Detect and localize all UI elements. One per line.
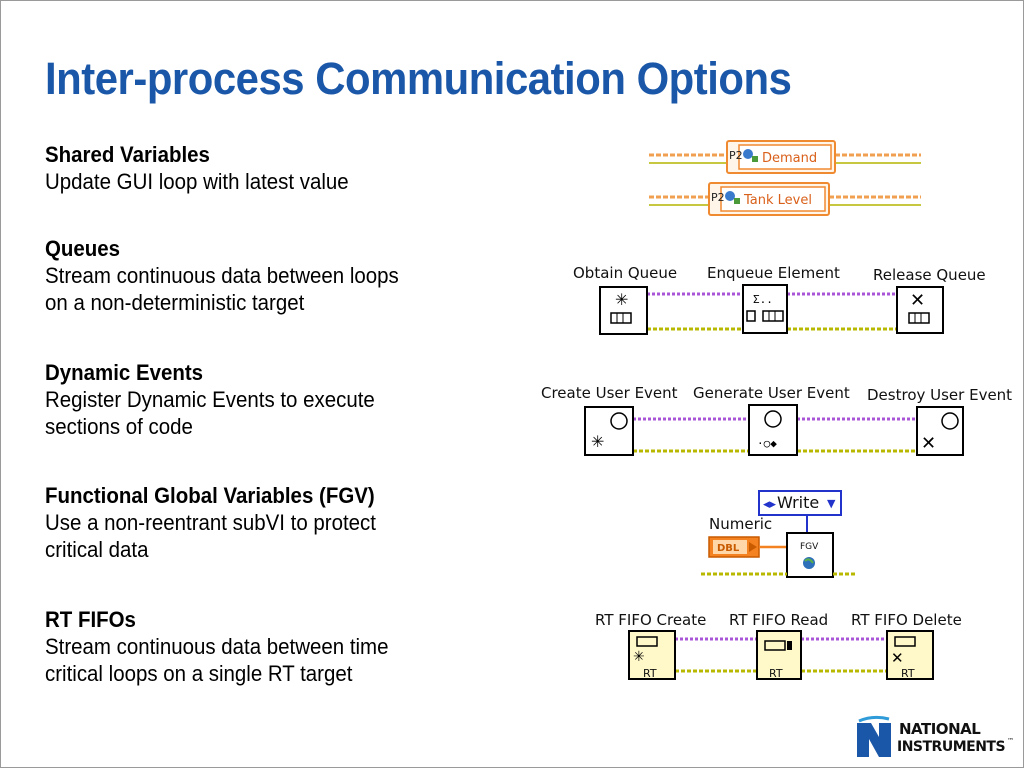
dynamic-events-diagram: Create User Event Generate User Event De… [537, 383, 1021, 463]
topic-shared-variables: Shared Variables Update GUI loop with la… [45, 141, 445, 195]
destroy-user-event-node[interactable]: ✕ [916, 406, 964, 456]
queue-icon [610, 312, 632, 324]
national-instruments-logo: NATIONAL INSTRUMENTS ™ [855, 713, 1019, 763]
rt-fifo-delete-label: RT FIFO Delete [851, 611, 962, 629]
globe-icon [743, 149, 753, 159]
fgv-subvi-node[interactable]: FGV [786, 532, 834, 578]
rt-fifo-create-label: RT FIFO Create [595, 611, 706, 629]
fgv-mode-selector[interactable]: ◂▸ Write ▼ [758, 490, 842, 516]
rt-fifo-delete-node[interactable]: ✕ RT [886, 630, 934, 680]
numeric-control[interactable]: DBL [708, 536, 760, 558]
topic-description: Register Dynamic Events to execute secti… [45, 387, 375, 439]
fifo-icon [764, 640, 786, 651]
topic-queues: Queues Stream continuous data between lo… [45, 235, 445, 316]
logo-line2: INSTRUMENTS [897, 739, 1005, 755]
close-icon: ✕ [910, 290, 925, 311]
shared-variable-demand[interactable]: Demand P2 [726, 140, 836, 174]
create-user-event-label: Create User Event [541, 384, 678, 402]
queue-icon [908, 312, 930, 324]
topic-title: Dynamic Events [45, 360, 204, 385]
topic-title: RT FIFOs [45, 607, 136, 632]
topic-fgv: Functional Global Variables (FGV) Use a … [45, 482, 445, 563]
burst-icon: ✳ [633, 649, 645, 665]
release-queue-label: Release Queue [873, 266, 986, 284]
topic-description: Use a non-reentrant subVI to protect cri… [45, 510, 376, 562]
fgv-mode-value: Write [777, 493, 819, 512]
topic-title: Queues [45, 236, 121, 261]
queues-diagram: Obtain Queue Enqueue Element Release Que… [567, 263, 997, 337]
enqueue-element-label: Enqueue Element [707, 264, 840, 282]
shared-variable-tank-level[interactable]: Tank Level P2 [708, 182, 830, 216]
globe-icon [725, 191, 735, 201]
topic-dynamic-events: Dynamic Events Register Dynamic Events t… [45, 359, 445, 440]
numeric-label: Numeric [709, 515, 772, 533]
topic-title: Shared Variables [45, 142, 210, 167]
obtain-queue-node[interactable]: ✳ [599, 286, 648, 335]
event-icon [610, 412, 628, 430]
topic-description: Update GUI loop with latest value [45, 169, 349, 194]
svg-text:·○◆: ·○◆ [757, 437, 777, 450]
rt-fifos-diagram: RT FIFO Create RT FIFO Read RT FIFO Dele… [591, 609, 981, 685]
svg-text:P2: P2 [711, 191, 725, 204]
generate-user-event-label: Generate User Event [693, 384, 850, 402]
rt-fifo-read-label: RT FIFO Read [729, 611, 828, 629]
fifo-icon [636, 636, 658, 647]
enqueue-element-node[interactable]: Σ.. [742, 284, 788, 334]
trademark-symbol: ™ [1007, 737, 1014, 745]
queue-icon [762, 310, 784, 322]
rt-caption: RT [769, 667, 783, 680]
destroy-user-event-label: Destroy User Event [867, 386, 1012, 404]
topic-description: Stream continuous data between time crit… [45, 634, 389, 686]
burst-icon: ✳ [615, 290, 628, 309]
topic-rt-fifos: RT FIFOs Stream continuous data between … [45, 606, 445, 687]
svg-text:Σ..: Σ.. [753, 293, 773, 306]
dbl-type-label: DBL [717, 543, 740, 554]
ni-eagle-icon [857, 715, 891, 757]
rt-caption: RT [901, 667, 915, 680]
topic-description: Stream continuous data between loops on … [45, 263, 399, 315]
rt-caption: RT [643, 667, 657, 680]
shared-variable-label: Tank Level [743, 193, 812, 208]
svg-text:P2: P2 [729, 149, 743, 162]
shared-variable-label: Demand [762, 151, 817, 166]
fgv-diagram: ◂▸ Write ▼ Numeric DBL FGV [701, 487, 861, 583]
obtain-queue-label: Obtain Queue [573, 264, 677, 282]
rt-fifo-create-node[interactable]: ✳ RT [628, 630, 676, 680]
chevron-down-icon: ▼ [827, 497, 836, 510]
event-icon [941, 412, 959, 430]
fifo-icon [894, 636, 916, 647]
create-user-event-node[interactable]: ✳ [584, 406, 634, 456]
logo-line1: NATIONAL [899, 720, 981, 738]
close-icon: ✕ [921, 433, 936, 454]
generate-user-event-node[interactable]: ·○◆ [748, 404, 798, 456]
release-queue-node[interactable]: ✕ [896, 286, 944, 334]
fgv-node-label: FGV [800, 542, 819, 552]
rt-fifo-read-node[interactable]: RT [756, 630, 802, 680]
event-icon [764, 410, 782, 428]
topic-title: Functional Global Variables (FGV) [45, 483, 375, 508]
slide-title: Inter-process Communication Options [45, 53, 792, 104]
svg-text:◂▸: ◂▸ [763, 497, 777, 512]
shared-variables-diagram: Demand P2 Tank Level P2 [649, 137, 924, 217]
burst-icon: ✳ [591, 432, 604, 451]
close-icon: ✕ [891, 649, 904, 667]
